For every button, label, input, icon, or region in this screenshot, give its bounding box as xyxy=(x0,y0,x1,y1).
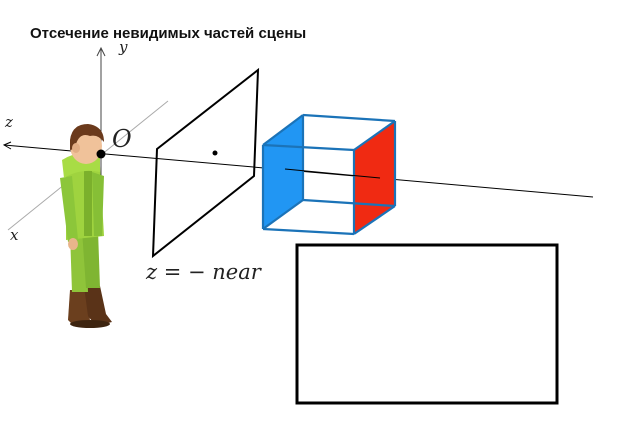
view-ray-segment xyxy=(284,168,381,179)
cube-edge xyxy=(302,113,396,123)
y-axis-arrowhead xyxy=(96,46,106,57)
near-plane-center-dot xyxy=(212,150,218,156)
slide-title: Отсечение невидимых частей сцены xyxy=(30,25,307,42)
cube-edge xyxy=(262,143,355,152)
screen-rectangle xyxy=(295,243,559,405)
near-plane xyxy=(151,67,260,259)
person-figure xyxy=(60,124,112,328)
z-axis-arrowhead xyxy=(2,141,12,150)
cube-front-face xyxy=(263,115,303,229)
cube-edge xyxy=(353,205,396,235)
cube-edge xyxy=(262,199,304,230)
cube-edge xyxy=(262,114,304,146)
near-plane-label: z = − near xyxy=(145,260,263,284)
x-axis-label: x xyxy=(10,226,19,244)
cube-edge xyxy=(262,227,355,236)
cube xyxy=(261,113,397,236)
cube-edge xyxy=(353,120,396,151)
y-axis-label: y xyxy=(118,38,128,56)
eye-point xyxy=(96,149,106,159)
cube-edge xyxy=(302,198,396,208)
z-axis-label: z xyxy=(4,113,13,131)
origin-label: O xyxy=(112,125,132,153)
